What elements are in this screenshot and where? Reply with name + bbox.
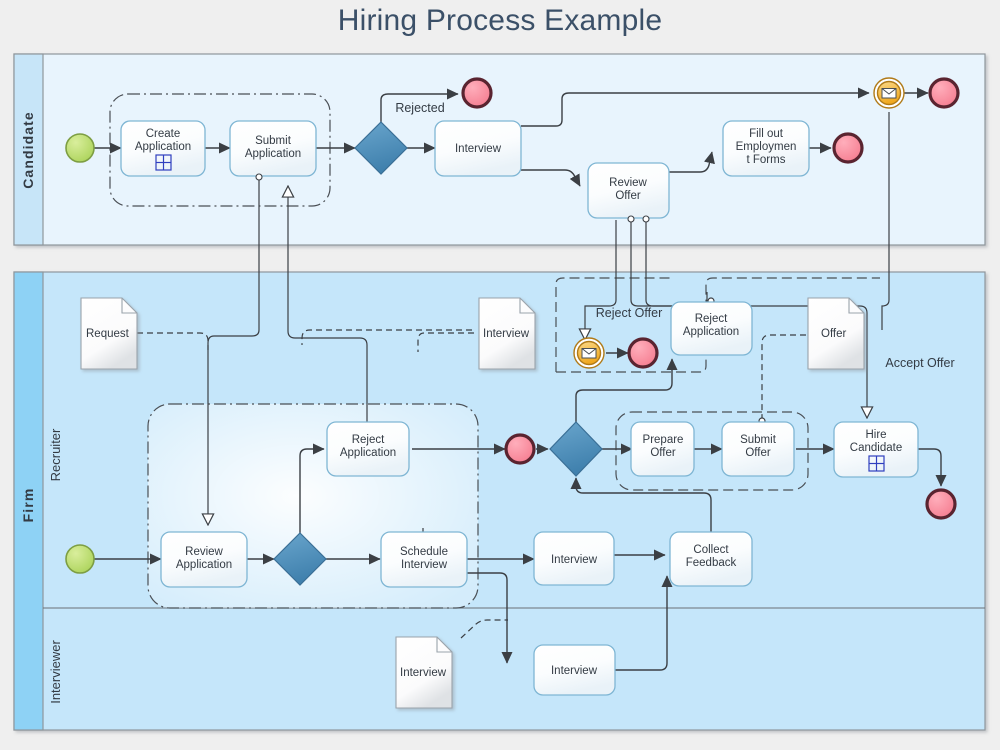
task-label: Interview: [455, 143, 502, 155]
task-prepare-offer[interactable]: Prepare Offer: [630, 421, 695, 477]
end-event-reject-offer[interactable]: [627, 337, 659, 369]
task-label-line1: Submit: [255, 135, 292, 147]
end-event-reject-application[interactable]: [504, 433, 536, 465]
group-offer: [615, 411, 809, 491]
task-label-line1: Prepare: [643, 434, 684, 446]
task-interview-interviewer[interactable]: Interview: [533, 644, 616, 696]
flow-gateway-rejected: [380, 88, 459, 122]
task-interview-candidate[interactable]: Interview: [434, 120, 522, 177]
task-reject-application-2[interactable]: Reject Application: [670, 301, 753, 356]
assoc-to-msg-reject-offer: [585, 220, 617, 340]
flow-collect-to-gateway2: [570, 477, 712, 532]
task-submit-offer[interactable]: Submit Offer: [721, 421, 795, 477]
flow-interview-to-message: [521, 87, 870, 127]
flow-interview-to-review-offer: [521, 169, 581, 187]
document-label: Interview: [483, 328, 530, 340]
task-label-line2: Employmen: [736, 141, 797, 153]
task-label-line2: Application: [135, 141, 191, 153]
task-label-line1: Create: [146, 128, 181, 140]
task-label-line1: Submit: [740, 434, 777, 446]
flows-candidate: [93, 87, 929, 187]
task-create-application[interactable]: Create Application: [120, 120, 206, 177]
envelope-icon: [881, 88, 897, 99]
task-label-line2: Application: [245, 148, 301, 160]
task-submit-application[interactable]: Submit Application: [229, 120, 317, 177]
task-label-line2: Application: [176, 559, 232, 571]
document-label: Offer: [821, 328, 847, 340]
document-interview-interviewer[interactable]: Interview: [395, 636, 453, 709]
flow-review-offer-to-forms: [669, 151, 715, 173]
task-label-line1: Fill out: [749, 128, 784, 140]
end-event-accept[interactable]: [928, 77, 960, 109]
flow-gateway1-to-reject: [299, 443, 325, 533]
gateway-recruiter-1[interactable]: [273, 532, 327, 586]
flow-gateway2-to-reject-application-2: [575, 358, 678, 422]
task-label-line2: Candidate: [850, 442, 902, 454]
page-title: Hiring Process Example: [337, 4, 663, 37]
document-label: Interview: [400, 667, 447, 679]
task-label-line1: Collect: [693, 544, 729, 556]
flow-hire-to-end: [918, 448, 947, 487]
message-event-reject-offer[interactable]: [573, 337, 605, 369]
end-event-forms[interactable]: [832, 132, 864, 164]
flows-recruiter: [94, 347, 947, 671]
task-label-line2: Offer: [650, 447, 676, 459]
task-label-line2: Interview: [401, 559, 448, 571]
task-schedule-interview[interactable]: Schedule Interview: [380, 531, 468, 588]
start-event-candidate[interactable]: [65, 133, 95, 163]
end-event-hired[interactable]: [925, 488, 957, 520]
task-label-line1: Review: [185, 546, 223, 558]
end-event-rejected[interactable]: [461, 77, 493, 109]
task-label-line2: Offer: [615, 190, 641, 202]
lane-label-recruiter: Recruiter: [48, 428, 63, 481]
task-label-line1: Reject: [695, 313, 728, 325]
flow-label-reject-offer: Reject Offer: [596, 306, 662, 320]
task-review-offer[interactable]: Review Offer: [587, 162, 670, 219]
group-reject-offer-tail: [556, 277, 880, 373]
lane-label-interviewer: Interviewer: [48, 640, 63, 704]
flow-interviewer-to-collect: [615, 575, 673, 671]
user-task-icon: [155, 154, 172, 171]
doc-associations: [137, 329, 806, 639]
document-label: Request: [86, 328, 130, 340]
gateway-recruiter-2[interactable]: [549, 421, 603, 477]
pool-label-candidate: Candidate: [20, 111, 36, 189]
assoc-reject-app-to-submit: [288, 186, 368, 427]
task-collect-feedback[interactable]: Collect Feedback: [669, 531, 753, 587]
document-request[interactable]: Request: [80, 297, 138, 370]
task-label-line2: Feedback: [686, 557, 737, 569]
flow-label-rejected: Rejected: [395, 101, 444, 115]
task-hire-candidate[interactable]: Hire Candidate: [833, 421, 919, 478]
assoc-msg-accept-down: [881, 112, 890, 330]
pool-header-firm: [13, 271, 44, 731]
document-interview-recruiter[interactable]: Interview: [478, 297, 536, 370]
flow-schedule-to-interviewer: [467, 572, 513, 664]
task-label-line1: Hire: [865, 429, 886, 441]
task-label-line3: t Forms: [747, 154, 786, 166]
task-label-line2: Offer: [745, 447, 771, 459]
start-event-recruiter[interactable]: [65, 544, 95, 574]
task-label-line2: Application: [683, 326, 739, 338]
task-label-line1: Schedule: [400, 546, 448, 558]
task-label: Interview: [551, 665, 598, 677]
pool-header-candidate: [13, 53, 44, 246]
task-label-line1: Reject: [352, 434, 385, 446]
pool-label-firm: Firm: [20, 488, 36, 523]
task-label-line2: Application: [340, 447, 396, 459]
group-reject-offer: [555, 277, 672, 372]
flow-label-accept-offer: Accept Offer: [885, 356, 954, 370]
assoc-review-offer-to-hire: [645, 220, 867, 418]
task-label-line1: Review: [609, 177, 647, 189]
user-task-icon: [868, 455, 885, 472]
task-label: Interview: [551, 554, 598, 566]
message-event-accept-offer[interactable]: [873, 77, 905, 109]
document-offer[interactable]: Offer: [807, 297, 865, 370]
task-fill-out-employment-forms[interactable]: Fill out Employmen t Forms: [722, 120, 810, 177]
task-reject-application-1[interactable]: Reject Application: [326, 421, 410, 477]
gateway-candidate[interactable]: [354, 121, 408, 175]
task-review-application[interactable]: Review Application: [160, 531, 248, 588]
envelope-icon: [581, 348, 597, 359]
task-interview-recruiter[interactable]: Interview: [533, 531, 615, 586]
